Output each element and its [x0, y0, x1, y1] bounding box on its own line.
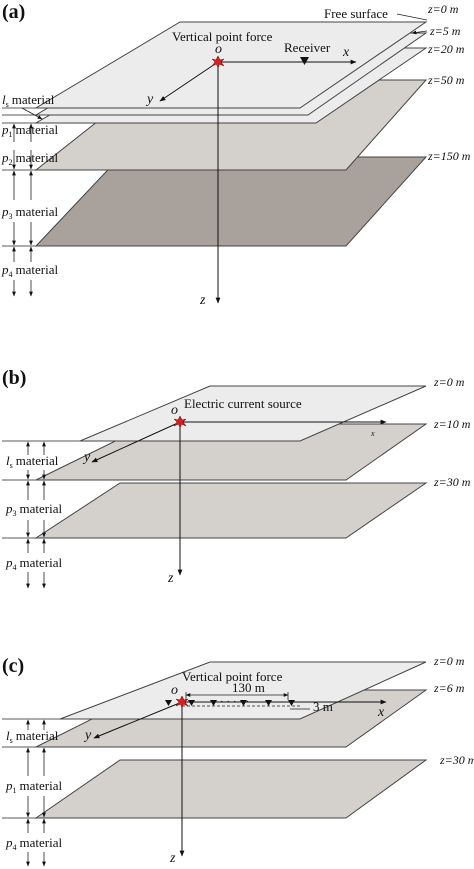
receiver-marker-c	[288, 700, 295, 706]
plane-z0-b	[79, 385, 427, 442]
axis-x-label-b: x	[370, 429, 375, 438]
axis-y-label-c: y	[83, 728, 92, 743]
origin-label-a: o	[215, 42, 222, 57]
panel-a-tag: (a)	[2, 1, 25, 23]
thickness-arrows-a	[12, 123, 33, 297]
axis-z-label-c: z	[169, 851, 176, 866]
source-label-b: Electric current source	[184, 396, 302, 411]
source-star-icon-c	[175, 695, 189, 709]
origin-label-c: o	[171, 683, 178, 698]
length-label-c: 130 m	[232, 680, 265, 695]
receiver-array-c: · · · · · 130 m 3 m	[165, 680, 333, 714]
y-axis-a	[159, 61, 219, 102]
depth-z30-b: z=30 m	[433, 475, 471, 489]
axis-z-label-a: z	[199, 293, 206, 308]
y-axis-b	[91, 421, 181, 463]
depth-z10-b: z=10 m	[433, 417, 471, 431]
receiver-marker-c	[265, 700, 272, 706]
thickness-arrows-c	[26, 719, 46, 867]
depth-z150-a: z=150 m	[427, 149, 471, 163]
spacing-label-c: 3 m	[313, 699, 333, 714]
depth-z50-a: z=50 m	[427, 73, 465, 87]
depth-labels-b: z=0 m z=10 m z=30 m	[433, 375, 471, 489]
axis-x-label-a: x	[342, 45, 350, 60]
plane-z0-c	[59, 661, 427, 720]
axis-x-label-c: x	[377, 705, 385, 720]
receiver-marker-c	[240, 700, 247, 706]
receiver-marker	[300, 57, 309, 65]
plane-z30-b	[34, 482, 428, 539]
receiver-marker-c	[188, 700, 195, 706]
depth-z30-c: z=30 m	[439, 753, 474, 767]
depth-z20-a: z=20 m	[427, 42, 465, 56]
depth-z0-b: z=0 m	[433, 375, 465, 389]
y-axis-c	[93, 701, 183, 739]
receiver-marker-c	[165, 700, 172, 706]
depth-z0-c: z=0 m	[433, 654, 465, 668]
panel-b-tag: (b)	[2, 367, 26, 389]
source-label-a: Vertical point force	[172, 29, 273, 44]
origin-label-b: o	[171, 403, 178, 418]
depth-labels-c: z=0 m z=6 m z=30 m	[433, 654, 474, 767]
plane-z0	[34, 21, 428, 109]
receiver-label: Receiver	[284, 40, 331, 55]
depth-z6-c: z=6 m	[433, 681, 465, 695]
axis-z-label-b: z	[167, 571, 174, 586]
axis-y-label-b: y	[82, 450, 91, 465]
thickness-arrows-b	[26, 441, 46, 589]
source-star-icon-a	[211, 55, 225, 69]
source-star-icon-b	[173, 415, 187, 429]
plane-z30-c	[34, 759, 428, 819]
depth-labels-a: z=0 m z=5 m z=20 m z=50 m z=150 m	[396, 2, 471, 163]
source-label-c: Vertical point force	[182, 669, 283, 684]
free-surface-label: Free surface	[324, 6, 388, 21]
panel-a: (a) Free surface z=0 m z=5 m z=20 m z=50…	[1, 1, 471, 308]
panel-c-tag: (c)	[2, 655, 24, 677]
dots: · · · · ·	[220, 696, 249, 708]
receiver-marker-c	[210, 700, 217, 706]
depth-z0-a: z=0 m	[427, 2, 459, 16]
depth-z5-a: z=5 m	[429, 24, 461, 38]
axis-y-label-a: y	[145, 92, 154, 107]
